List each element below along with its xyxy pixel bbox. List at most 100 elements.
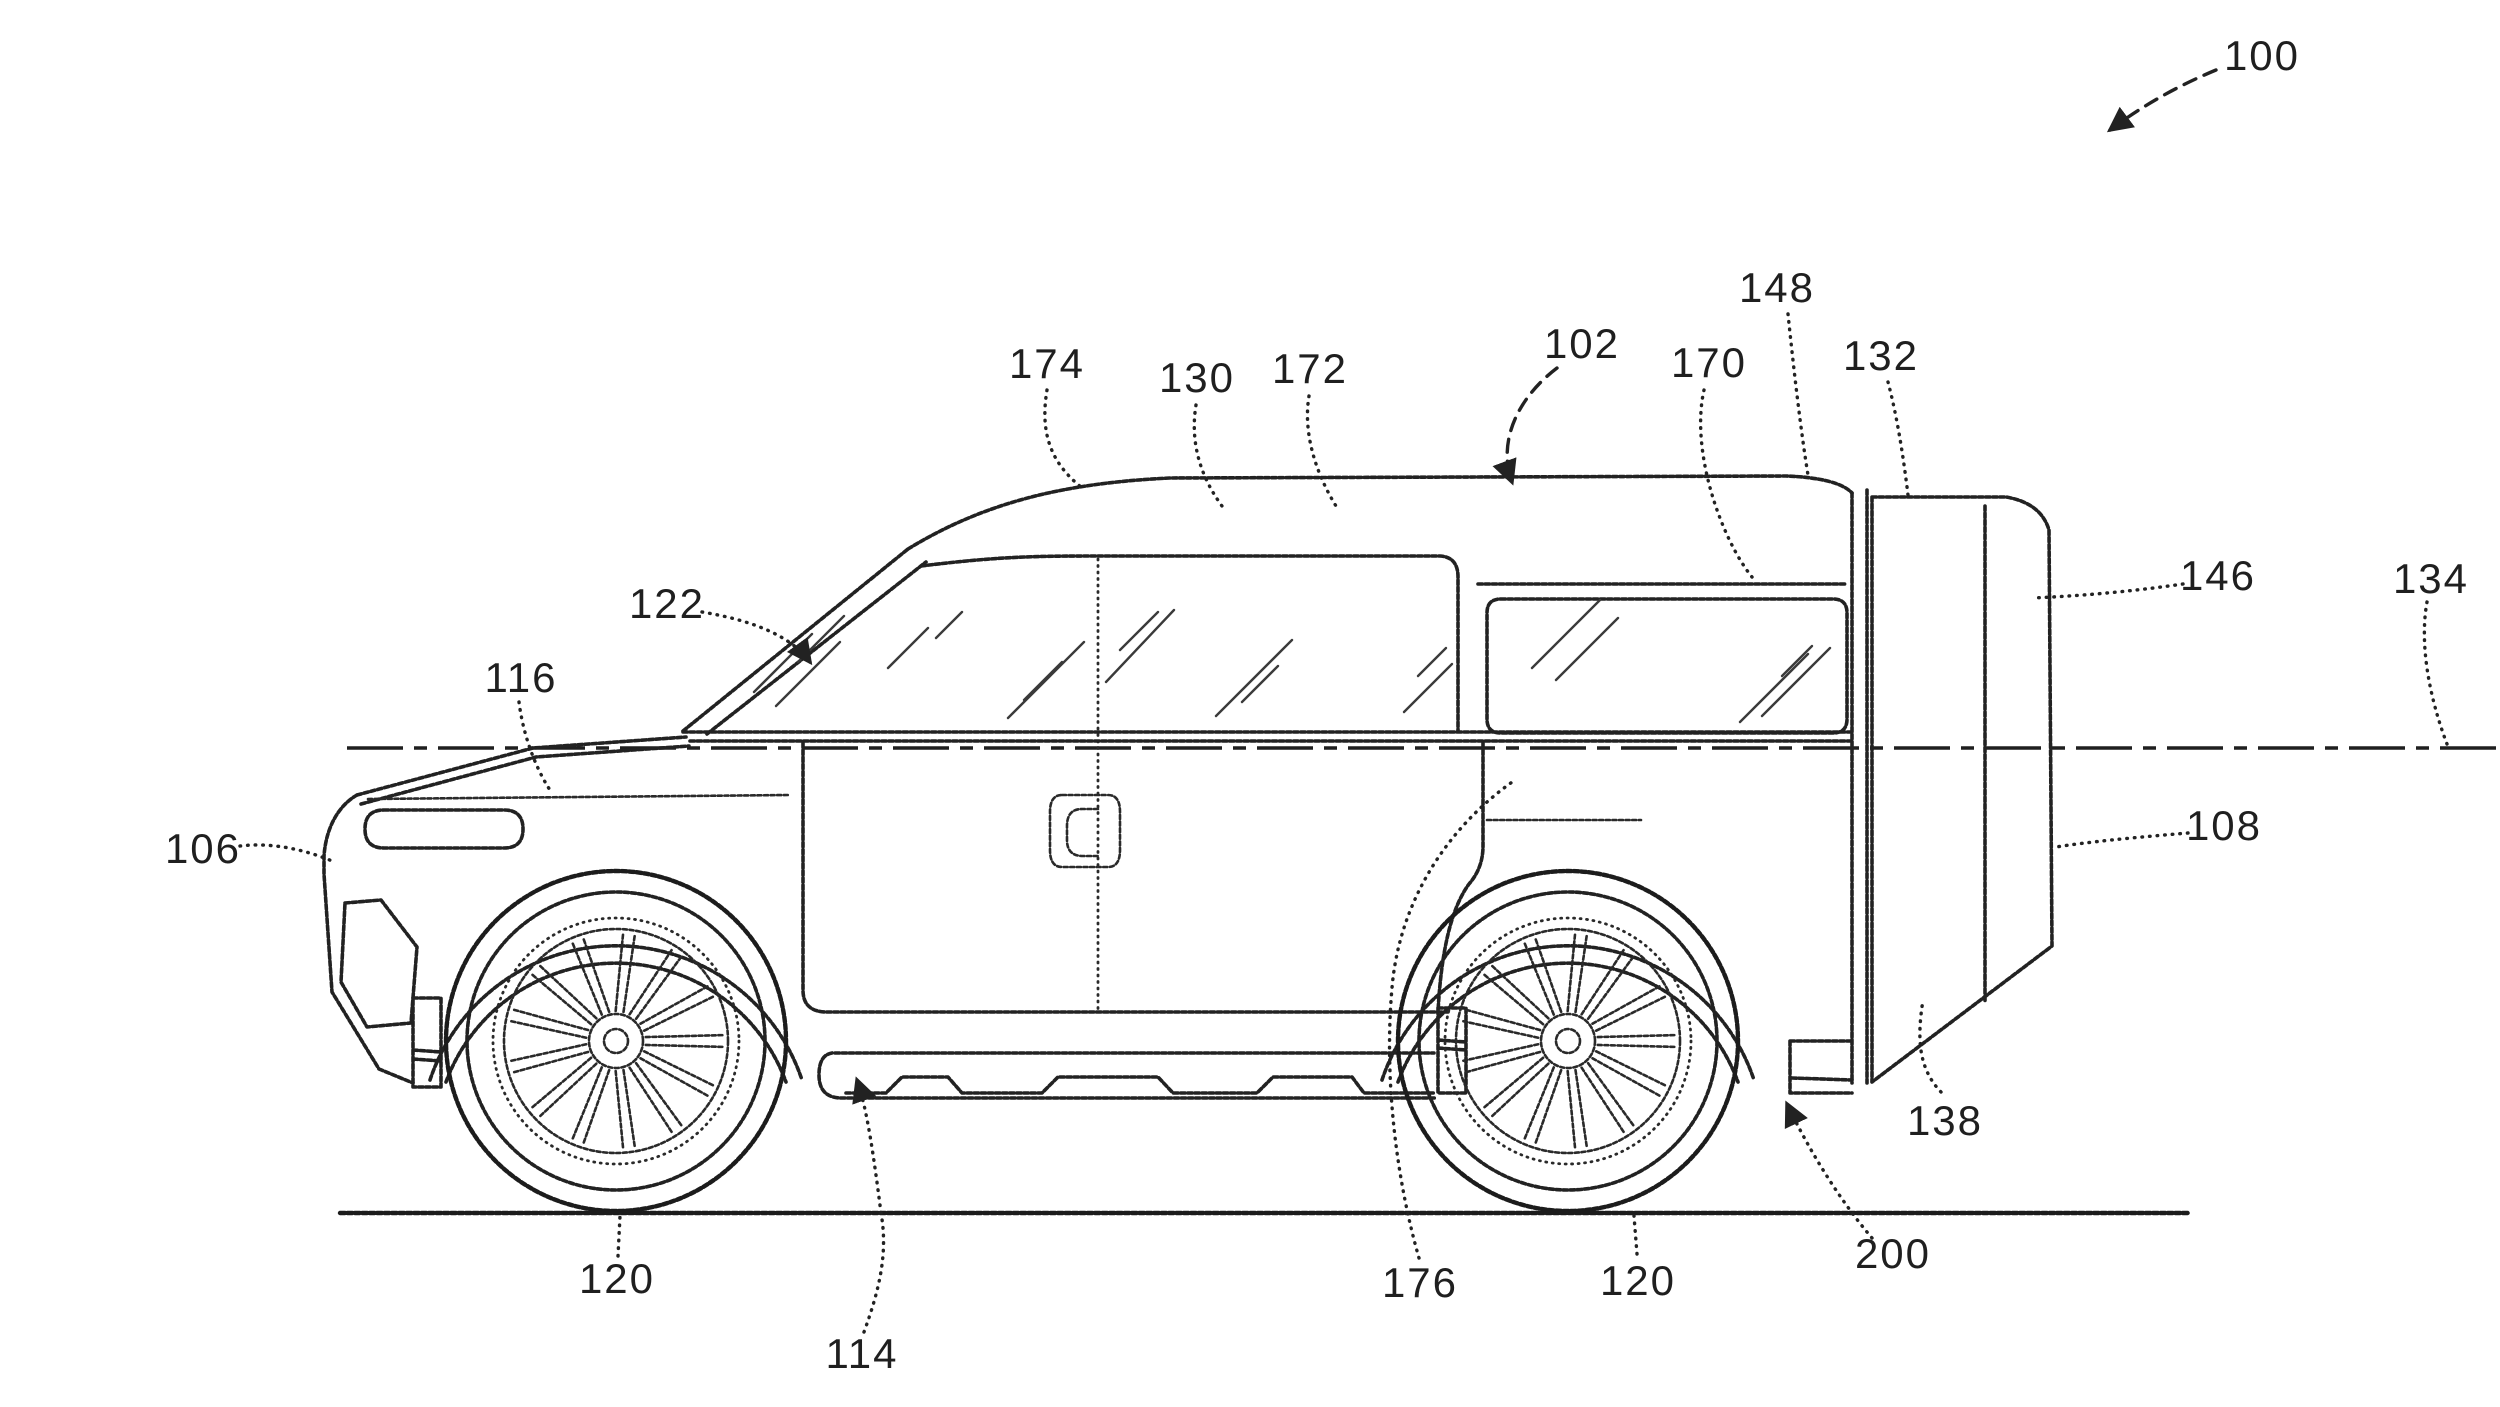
spoke: [624, 1070, 635, 1146]
spoke: [1463, 1021, 1538, 1038]
spoke: [1492, 966, 1548, 1019]
spoke: [1598, 1045, 1675, 1047]
spoke: [511, 1044, 586, 1061]
ref-label-102: 102: [1544, 320, 1620, 367]
spoke: [636, 1063, 681, 1125]
spoke: [511, 1021, 586, 1038]
glass-hatch-stroke: [1216, 640, 1292, 716]
leader-108: [2056, 833, 2188, 847]
leader-106: [240, 845, 332, 861]
ref-label-114: 114: [826, 1330, 899, 1377]
glass-hatch-stroke: [1418, 648, 1446, 676]
leader-100: [2110, 70, 2216, 130]
ref-label-172: 172: [1272, 345, 1348, 392]
spoke: [1582, 950, 1624, 1015]
glass-top-rail: [921, 556, 1458, 731]
spoke: [630, 950, 672, 1015]
glass-hatch-stroke: [754, 634, 812, 692]
leader-130: [1194, 405, 1222, 506]
glass-hatch-stroke: [888, 628, 928, 668]
spoke: [1568, 1071, 1575, 1148]
door-handle: [1050, 795, 1120, 867]
rocker-panel: [819, 1053, 1436, 1098]
front-lower-panel: [413, 998, 441, 1087]
glass-hatch-stroke: [1106, 610, 1174, 682]
spoke: [646, 1045, 723, 1047]
glass-hatch-stroke: [1762, 648, 1830, 716]
rim-dotted-ring: [1445, 918, 1691, 1164]
glass-hatch-stroke: [1008, 642, 1084, 718]
ref-label-132: 132: [1843, 332, 1919, 379]
glass-hatch-stroke: [1120, 612, 1158, 650]
ref-label-138: 138: [1907, 1097, 1983, 1144]
rear-arch-back-panel: [1790, 1041, 1852, 1093]
ref-label-116: 116: [485, 654, 558, 701]
ref-label-200: 200: [1855, 1230, 1931, 1277]
spoke: [1463, 1044, 1538, 1061]
leader-122: [702, 612, 810, 662]
headlight: [365, 810, 523, 848]
ref-label-108: 108: [2186, 802, 2262, 849]
ref-label-106: 106: [165, 825, 241, 872]
glass-hatching: [754, 600, 1830, 722]
spoke: [540, 1064, 596, 1117]
hub: [589, 1014, 643, 1068]
front-door-edge: [803, 743, 1448, 1012]
leader-176: [1390, 780, 1515, 1258]
spoke: [646, 1035, 723, 1037]
glass-hatch-stroke: [1556, 618, 1618, 680]
front-wheel: [446, 871, 786, 1211]
tire-outer: [446, 871, 786, 1211]
cargo-topper: [1872, 497, 2052, 1082]
leader-134: [2424, 602, 2447, 744]
hub: [1541, 1014, 1595, 1068]
glass-hatch-stroke: [1532, 600, 1600, 668]
ref-label-134: 134: [2393, 555, 2469, 602]
ref-label-176: 176: [1382, 1259, 1458, 1306]
fender-shutline: [368, 795, 789, 799]
tire-inner: [467, 892, 765, 1190]
leader-200: [1787, 1104, 1872, 1238]
glass-hatch-stroke: [1740, 654, 1808, 722]
hub-center: [1556, 1029, 1580, 1053]
leader-102: [1507, 368, 1557, 482]
glass-hatch-stroke: [1404, 664, 1452, 712]
leader-174: [1045, 390, 1081, 487]
spoke: [1492, 1064, 1548, 1117]
glass-hatch-stroke: [936, 612, 962, 638]
spoke: [1588, 1063, 1633, 1125]
spoke: [1582, 1068, 1624, 1133]
ref-label-100: 100: [2224, 32, 2300, 79]
spoke: [1576, 1070, 1587, 1146]
spoke: [1598, 1035, 1675, 1037]
leader-172: [1307, 396, 1336, 506]
rim-dotted-ring: [493, 918, 739, 1164]
cab-rear-edge: [1852, 490, 1867, 1083]
ref-label-120: 120: [1600, 1257, 1676, 1304]
ref-label-130: 130: [1159, 354, 1235, 401]
rear-door-edge: [1438, 743, 1483, 1012]
leader-120-rear: [1634, 1216, 1637, 1254]
leader-114: [857, 1080, 884, 1332]
spoke: [540, 966, 596, 1019]
hub-center: [604, 1029, 628, 1053]
leader-170: [1701, 390, 1752, 577]
ref-label-120: 120: [579, 1255, 655, 1302]
ref-label-146: 146: [2180, 552, 2256, 599]
front-fascia: [324, 795, 413, 1083]
leader-146: [2032, 584, 2183, 598]
leader-148: [1788, 314, 1808, 475]
spoke: [630, 1068, 672, 1133]
ref-label-170: 170: [1671, 339, 1747, 386]
leader-138: [1920, 1000, 1941, 1092]
fog-lamp: [341, 900, 417, 1027]
leader-120-front: [618, 1216, 620, 1256]
ref-label-122: 122: [629, 580, 705, 627]
spoke: [616, 1071, 623, 1148]
ref-label-148: 148: [1739, 264, 1815, 311]
wheels: [446, 871, 1738, 1211]
ref-label-174: 174: [1009, 340, 1085, 387]
glass-hatch-stroke: [1024, 662, 1062, 700]
